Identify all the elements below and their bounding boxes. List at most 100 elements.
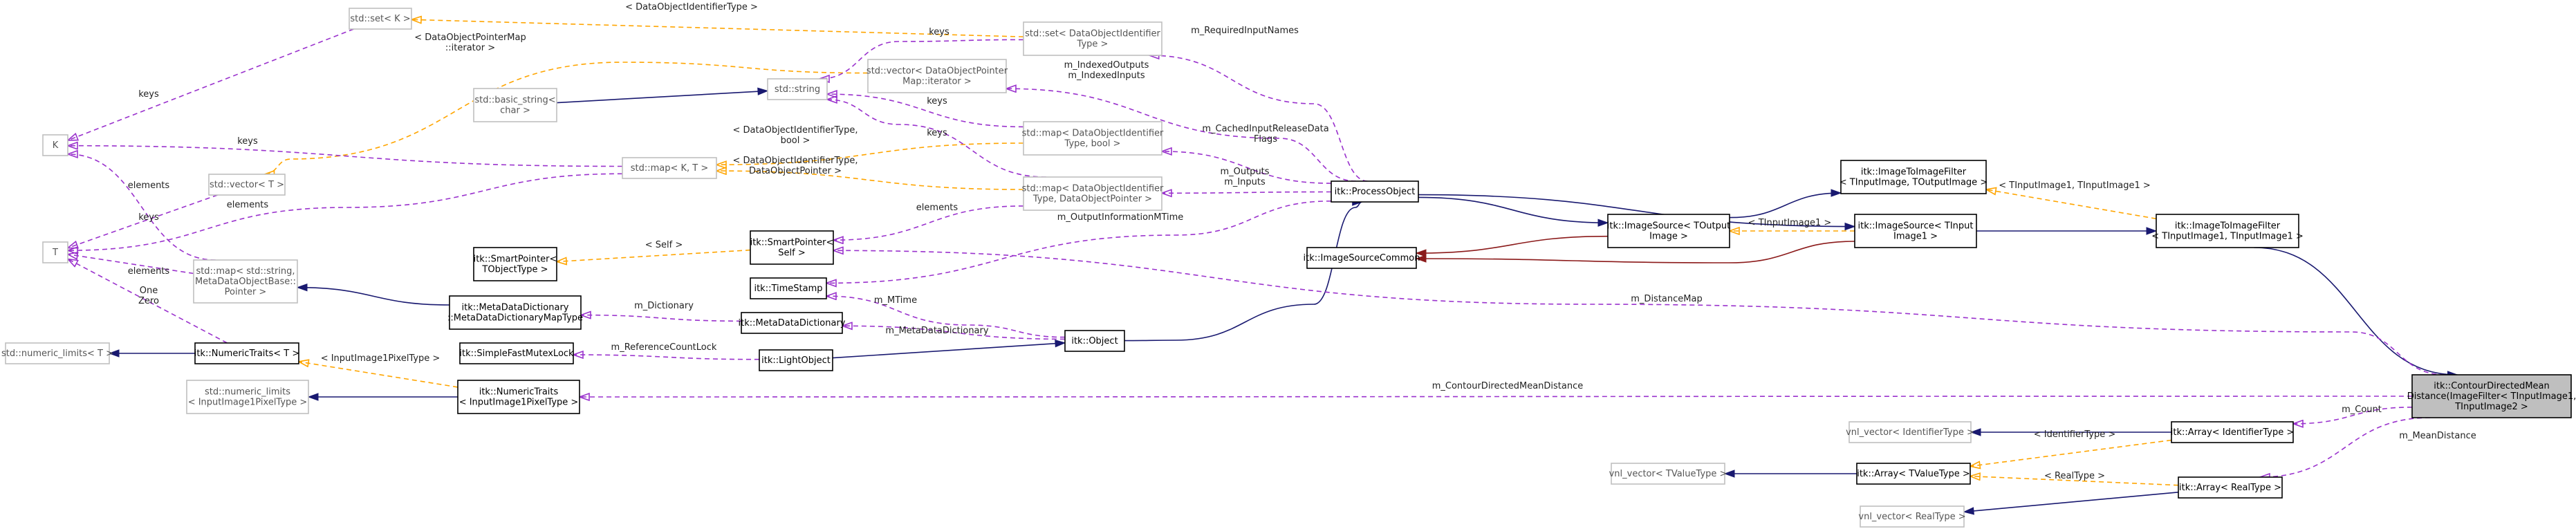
edge-numerictraits_pix-to-numerictraits_T	[299, 362, 458, 388]
edge-focus-to-smartpointer_self	[833, 250, 2445, 375]
class-node-basic-string[interactable]: std::basic_string<char >	[473, 88, 557, 122]
class-node-metadatadict-map[interactable]: itk::MetaDataDictionary::MetaDataDiction…	[447, 295, 583, 330]
edge-lightobject-to-object	[832, 343, 1065, 359]
class-node-imagetoimage-generic[interactable]: itk::ImageToImageFilter< TInputImage, TO…	[1840, 160, 1987, 194]
class-node-lightobject[interactable]: itk::LightObject	[759, 349, 833, 371]
class-node-processobject[interactable]: itk::ProcessObject	[1331, 180, 1419, 203]
edge-label-lbl-realtype: < RealType >	[2044, 471, 2105, 481]
class-node-label: ::MetaDataDictionaryMapType	[447, 313, 583, 324]
class-node-numeric-limits-T[interactable]: std::numeric_limits< T >	[1, 342, 113, 364]
edge-processobject-to-imagesource_in1	[1418, 194, 1855, 227]
edge-label-lbl-mtime: m_MTime	[874, 295, 917, 306]
class-node-label: Distance(ImageFilter< TInputImage1,	[2407, 391, 2576, 402]
class-node-box	[622, 157, 717, 179]
class-node-imagesource-in1[interactable]: itk::ImageSource< TInputImage1 >	[1854, 214, 1977, 248]
class-node-object[interactable]: itk::Object	[1064, 330, 1125, 352]
edge-imagesource_out-to-imagetoimage_generic	[1729, 193, 1841, 219]
class-node-stdvector-T[interactable]: std::vector< T >	[208, 174, 286, 196]
class-node-array-real[interactable]: itk::Array< RealType >	[2178, 476, 2283, 499]
class-node-vnl-real[interactable]: vnl_vector< RealType >	[1858, 505, 1966, 528]
edge-imagesource_in1-to-imagesourcecommon	[1416, 241, 1855, 263]
class-node-array-tvalue[interactable]: itk::Array< TValueType >	[1856, 463, 1971, 485]
class-node-label: std::vector< DataObjectPointer	[867, 66, 1008, 77]
class-node-numeric-limits-pix[interactable]: std::numeric_limits< InputImage1PixelTyp…	[186, 380, 309, 414]
class-node-numerictraits-T[interactable]: itk::NumericTraits< T >	[194, 342, 300, 364]
class-node-box	[459, 342, 574, 364]
edge-label-lbl-dictionary: m_Dictionary	[634, 301, 694, 311]
class-node-stdset-dataobj[interactable]: std::set< DataObjectIdentifierType >	[1023, 21, 1162, 56]
edge-label-lbl-elements-smart: elements	[916, 203, 958, 213]
class-node-label: itk::NumericTraits< T >	[194, 349, 300, 359]
edge-label-lbl-inputpix: < InputImage1PixelType >	[321, 353, 441, 364]
class-node-stdmap-dataobj-ptr[interactable]: std::map< DataObjectIdentifierType, Data…	[1022, 176, 1164, 211]
class-node-box	[867, 59, 1007, 93]
edge-stdmap_KT-to-K	[68, 146, 623, 167]
class-node-box	[741, 312, 843, 334]
class-node-smartpointer-T[interactable]: itk::SmartPointer<TObjectType >	[473, 247, 557, 281]
class-node-metadatadict[interactable]: itk::MetaDataDictionary	[739, 312, 846, 334]
class-node-numerictraits-pix[interactable]: itk::NumericTraits< InputImage1PixelType…	[457, 380, 580, 414]
edge-smartpointer_self-to-smartpointer_T	[557, 249, 751, 262]
edge-label-lbl-keys-map-bool: keys	[927, 128, 947, 138]
class-node-label: MetaDataObjectBase::	[195, 277, 296, 287]
class-node-vnl-identifier[interactable]: vnl_vector< IdentifierType >	[1846, 421, 1974, 443]
class-node-label: < TInputImage, TOutputImage >	[1840, 178, 1987, 188]
class-node-T[interactable]: T	[42, 241, 68, 263]
edge-array_real-to-vnl_real	[1964, 492, 2179, 512]
class-node-label: Map::iterator >	[902, 77, 972, 87]
class-node-box	[1856, 463, 1971, 485]
class-node-label: itk::MetaDataDictionary	[739, 318, 846, 328]
edge-stdvector_dopm-to-stdvector_T	[265, 62, 869, 174]
edge-label-lbl-dataobjectidentifiertype: < DataObjectIdentifierType >	[625, 2, 758, 12]
class-node-label: itk::TimeStamp	[754, 284, 822, 294]
class-node-timestamp[interactable]: itk::TimeStamp	[750, 277, 827, 299]
class-node-stdmap-dataobj-bool[interactable]: std::map< DataObjectIdentifierType, bool…	[1022, 121, 1164, 156]
class-node-stdstring[interactable]: std::string	[767, 78, 828, 100]
edge-label-lbl-metadatadictionary: m_MetaDataDictionary	[885, 326, 988, 336]
class-node-box	[1854, 214, 1977, 248]
class-node-stdmap-string-mdb[interactable]: std::map< std::string,MetaDataObjectBase…	[193, 259, 298, 304]
class-node-imagesource-out[interactable]: itk::ImageSource< TOutputImage >	[1607, 214, 1730, 248]
class-node-vnl-tvalue[interactable]: vnl_vector< TValueType >	[1609, 463, 1727, 485]
class-node-label: itk::SmartPointer<	[750, 238, 834, 248]
edge-imagetoimage_in1-to-focus	[2254, 247, 2457, 375]
edge-object-to-metadatadict	[842, 326, 1066, 340]
class-node-array-identifier[interactable]: itk::Array< IdentifierType >	[2171, 421, 2294, 443]
class-node-imagesourcecommon[interactable]: itk::ImageSourceCommon	[1304, 247, 1420, 269]
edge-focus-to-numerictraits_pix	[580, 396, 2413, 397]
edge-processobject-to-stdmap_dataobj_bool	[1162, 151, 1332, 184]
class-node-label: Image >	[1649, 232, 1688, 242]
edge-label-lbl-keys-left: keys	[138, 212, 159, 223]
class-node-stdset-k[interactable]: std::set< K >	[349, 8, 412, 30]
edge-focus-to-array_real	[2260, 417, 2431, 477]
class-node-focus[interactable]: itk::ContourDirectedMeanDistance(ImageFi…	[2407, 374, 2576, 418]
class-node-stdvector-dopm[interactable]: std::vector< DataObjectPointerMap::itera…	[867, 59, 1008, 93]
edge-label-lbl-required: m_RequiredInputNames	[1191, 26, 1299, 36]
class-node-smartpointer-self[interactable]: itk::SmartPointer<Self >	[750, 230, 834, 265]
edge-labels: < DataObjectIdentifierType > keys keys m_Re…	[128, 2, 2476, 481]
class-node-label: vnl_vector< TValueType >	[1609, 469, 1727, 479]
class-node-stdmap-KT[interactable]: std::map< K, T >	[622, 157, 717, 179]
class-node-label: itk::SmartPointer<	[474, 254, 557, 265]
edge-label-lbl-output-info: m_OutputInformationMTime	[1057, 212, 1184, 223]
class-node-mutexlock[interactable]: itk::SimpleFastMutexLock	[459, 342, 574, 364]
edge-processobject-to-stdmap_dataobj_ptr	[1162, 192, 1332, 194]
class-node-box	[473, 88, 557, 122]
class-node-label: std::numeric_limits	[205, 387, 290, 398]
class-nodes: std::set< K >std::set< DataObjectIdentif…	[1, 8, 2576, 528]
class-node-label: std::map< std::string,	[196, 266, 295, 277]
class-node-label: std::string	[775, 84, 820, 95]
class-node-box	[208, 174, 286, 196]
class-node-box	[1840, 160, 1987, 194]
class-node-label: vnl_vector< IdentifierType >	[1846, 427, 1974, 438]
class-node-box	[1023, 21, 1162, 56]
edge-array_identifier-to-array_tvalue	[1970, 439, 2172, 467]
class-node-box	[767, 78, 828, 100]
class-node-label: vnl_vector< RealType >	[1858, 512, 1965, 522]
edge-basic_string-to-stdstring	[556, 91, 768, 104]
class-node-label: std::numeric_limits< T >	[1, 349, 113, 359]
class-node-box	[473, 247, 557, 281]
class-node-imagetoimage-in1[interactable]: itk::ImageToImageFilter< TInputImage1, T…	[2151, 214, 2304, 248]
class-node-K[interactable]: K	[42, 134, 68, 156]
class-node-label: itk::ContourDirectedMean	[2434, 381, 2550, 391]
